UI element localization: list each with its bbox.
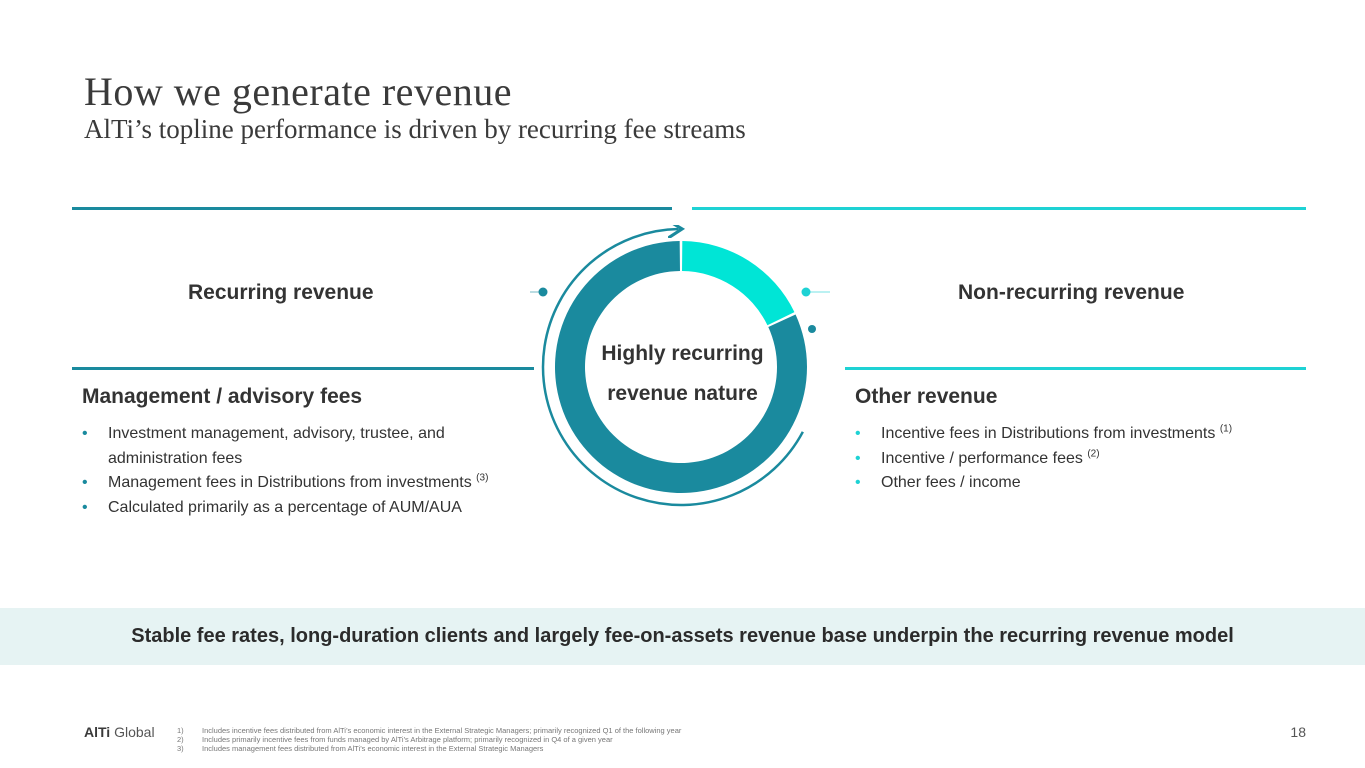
- management-fees-list: Investment management, advisory, trustee…: [82, 422, 522, 520]
- recurring-revenue-donut: [530, 225, 830, 507]
- company-logo: AlTi Global: [84, 724, 155, 740]
- recurring-connector-dot: [538, 287, 548, 297]
- list-item: Calculated primarily as a percentage of …: [82, 496, 522, 521]
- page-number: 18: [1290, 724, 1306, 740]
- circular-arrow: [541, 229, 804, 507]
- other-revenue-heading: Other revenue: [855, 385, 998, 408]
- recurring-revenue-title: Recurring revenue: [188, 281, 374, 304]
- non-recurring-connector-dot: [801, 287, 811, 297]
- list-item: Incentive fees in Distributions from inv…: [855, 422, 1295, 447]
- footnote-ref: (1): [1219, 423, 1233, 435]
- arrow-end-dot: [808, 325, 816, 333]
- footnote-ref: (2): [1087, 448, 1100, 460]
- list-item: Other fees / income: [855, 471, 1295, 496]
- footnote: 2)Includes primarily incentive fees from…: [177, 735, 613, 744]
- list-item: Management fees in Distributions from in…: [82, 471, 522, 496]
- donut-center-line-1: Highly recurring: [601, 342, 764, 365]
- management-fees-heading: Management / advisory fees: [82, 385, 363, 408]
- key-message-banner: Stable fee rates, long-duration clients …: [0, 608, 1365, 665]
- list-item: Incentive / performance fees (2): [855, 447, 1295, 472]
- banner-text: Stable fee rates, long-duration clients …: [131, 625, 1234, 647]
- list-item: Investment management, advisory, trustee…: [82, 422, 522, 471]
- page-subtitle: AlTi’s topline performance is driven by …: [84, 114, 746, 144]
- footnote: 3)Includes management fees distributed f…: [177, 744, 544, 753]
- logo-wordmark: Global: [110, 724, 155, 740]
- other-revenue-list: Incentive fees in Distributions from inv…: [855, 422, 1295, 496]
- footnotes: 1)Includes incentive fees distributed fr…: [177, 726, 681, 753]
- donut-center-line-2: revenue nature: [607, 382, 758, 405]
- recurring-mid-divider: [72, 367, 534, 370]
- non-recurring-mid-divider: [845, 367, 1306, 370]
- donut-center-label: Highly recurring revenue nature: [580, 334, 785, 414]
- non-recurring-revenue-title: Non-recurring revenue: [958, 281, 1185, 304]
- page-title: How we generate revenue: [84, 69, 512, 114]
- logo-mark: AlTi: [84, 724, 111, 740]
- non-recurring-top-divider: [692, 207, 1306, 210]
- footnote-ref: (3): [476, 472, 489, 484]
- footnote: 1)Includes incentive fees distributed fr…: [177, 726, 682, 735]
- recurring-top-divider: [72, 207, 672, 210]
- donut-segment-non-recurring: [682, 241, 795, 326]
